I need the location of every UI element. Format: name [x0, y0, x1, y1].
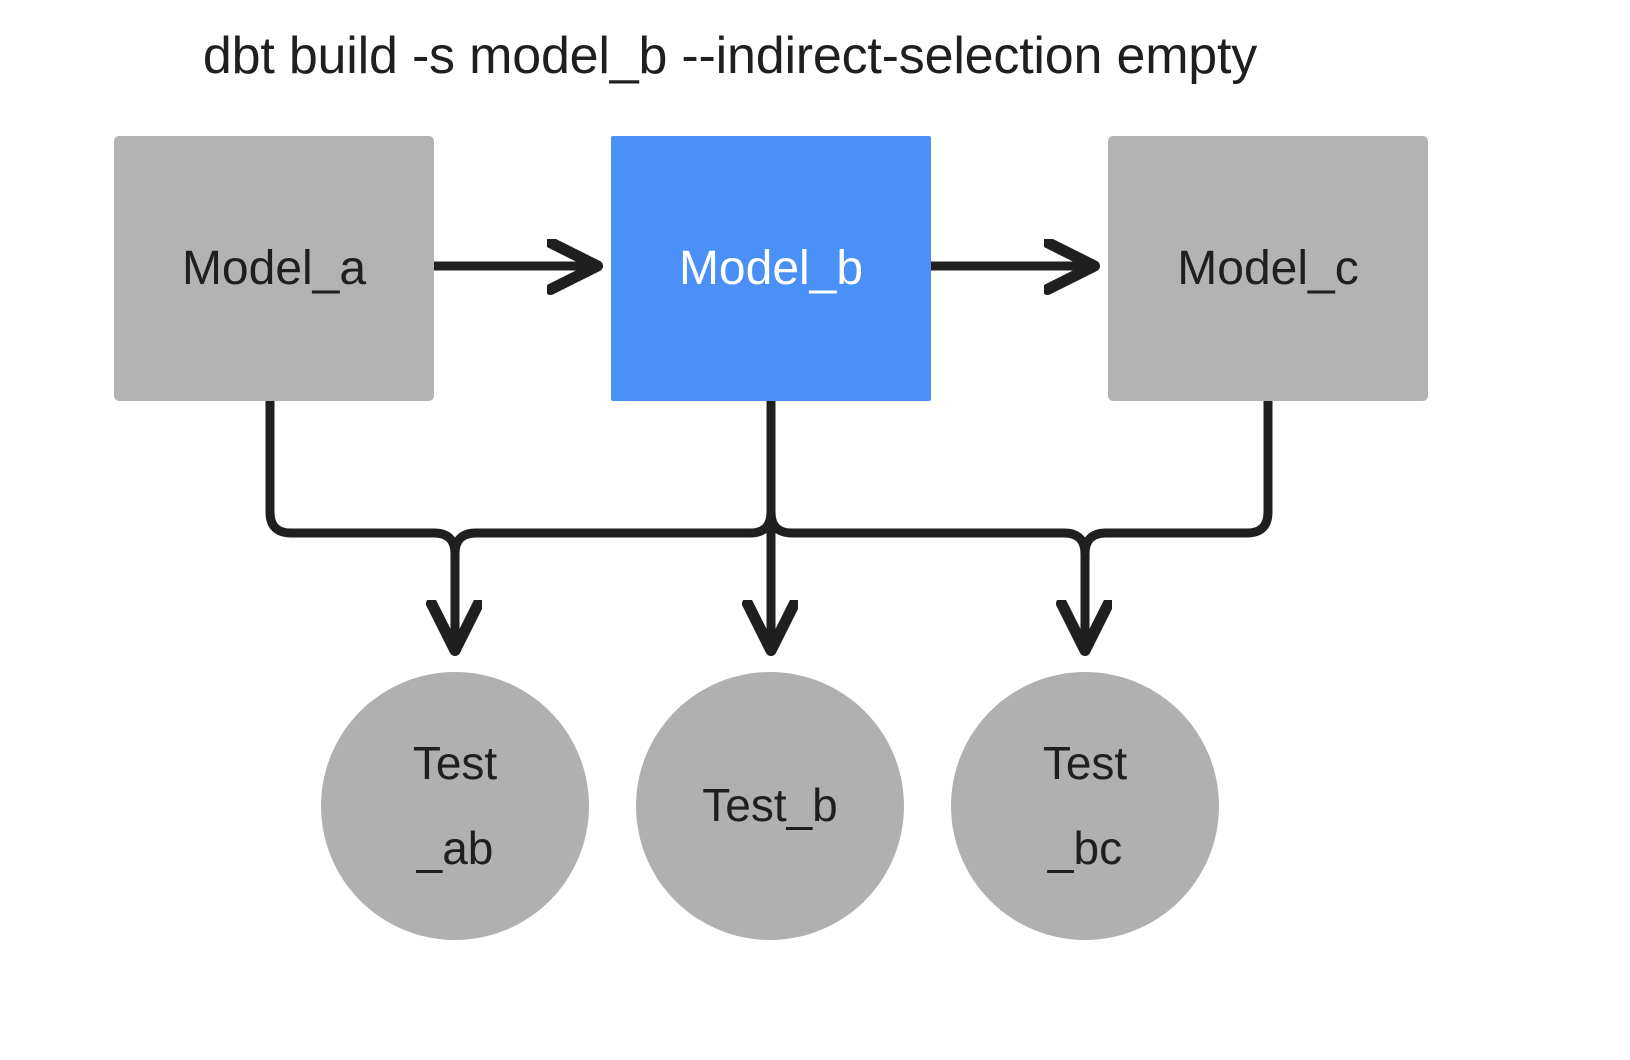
node-test-ab-label-line1: Test	[412, 736, 498, 789]
node-model-c-label: Model_c	[1177, 242, 1359, 295]
node-test-bc-label-line1: Test	[1042, 736, 1128, 789]
node-test-b-label: Test_b	[702, 779, 838, 832]
edge-model-b-to-test-ab	[450, 401, 776, 645]
edge-model-c-to-test-bc	[1080, 401, 1273, 645]
node-test-bc-label: Test _bc	[1043, 721, 1127, 891]
node-test-ab[interactable]: Test _ab	[321, 672, 589, 940]
diagram-title: dbt build -s model_b --indirect-selectio…	[202, 27, 1258, 85]
edge-model-a-to-test-ab	[265, 401, 455, 645]
node-model-b-label: Model_b	[678, 242, 864, 295]
node-test-bc[interactable]: Test _bc	[951, 672, 1219, 940]
node-test-ab-label: Test _ab	[413, 721, 497, 891]
node-test-b[interactable]: Test_b	[636, 672, 904, 940]
node-model-b[interactable]: Model_b	[611, 136, 931, 401]
node-model-c[interactable]: Model_c	[1108, 136, 1428, 401]
node-model-a[interactable]: Model_a	[114, 136, 434, 401]
node-model-a-label: Model_a	[181, 242, 367, 295]
node-test-ab-label-line2: _ab	[416, 822, 494, 874]
node-test-bc-label-line2: _bc	[1047, 822, 1123, 874]
edge-model-b-to-test-bc	[766, 401, 1085, 645]
